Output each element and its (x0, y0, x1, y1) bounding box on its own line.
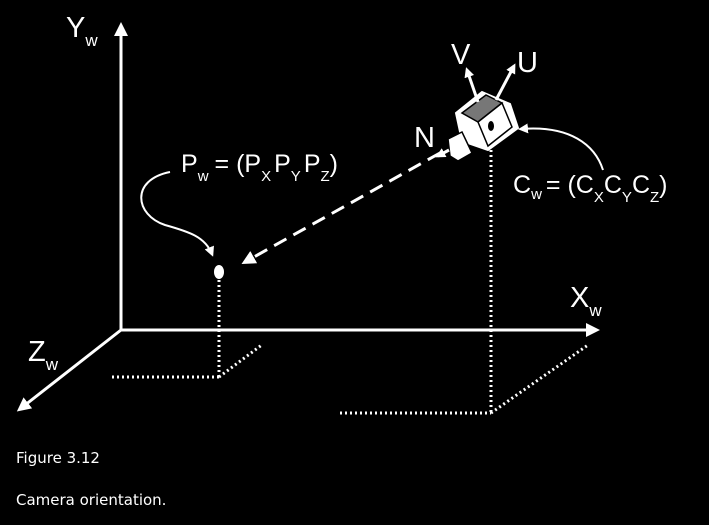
camera-u-axis (494, 63, 516, 101)
camera-icon (447, 90, 520, 162)
figure-number: Figure 3.12 (16, 449, 100, 467)
camera-axes (435, 63, 516, 158)
figure-caption: Camera orientation. (16, 491, 167, 509)
camera-n-label: N (414, 122, 435, 154)
projection-guides (112, 130, 589, 415)
point-ground-z-line (218, 342, 264, 379)
z-axis-line (16, 328, 122, 412)
view-direction-arrow (241, 151, 441, 264)
y-axis-label: Yw (66, 12, 98, 50)
camera-label-leader (518, 123, 604, 171)
camera-ground-z-line (490, 343, 589, 415)
camera-v-axis (464, 67, 480, 103)
camera-v-label: V (451, 39, 471, 71)
x-axis-label: Xw (570, 282, 602, 320)
z-axis-label: Zw (28, 336, 59, 374)
point-label-leader (140, 171, 214, 257)
camera-u-label: U (517, 47, 538, 79)
world-axes (16, 22, 600, 412)
point-p-marker (214, 265, 224, 279)
camera-n-axis (435, 148, 450, 158)
camera-position-equation: Cw= (CXCYCZ) (513, 171, 668, 206)
